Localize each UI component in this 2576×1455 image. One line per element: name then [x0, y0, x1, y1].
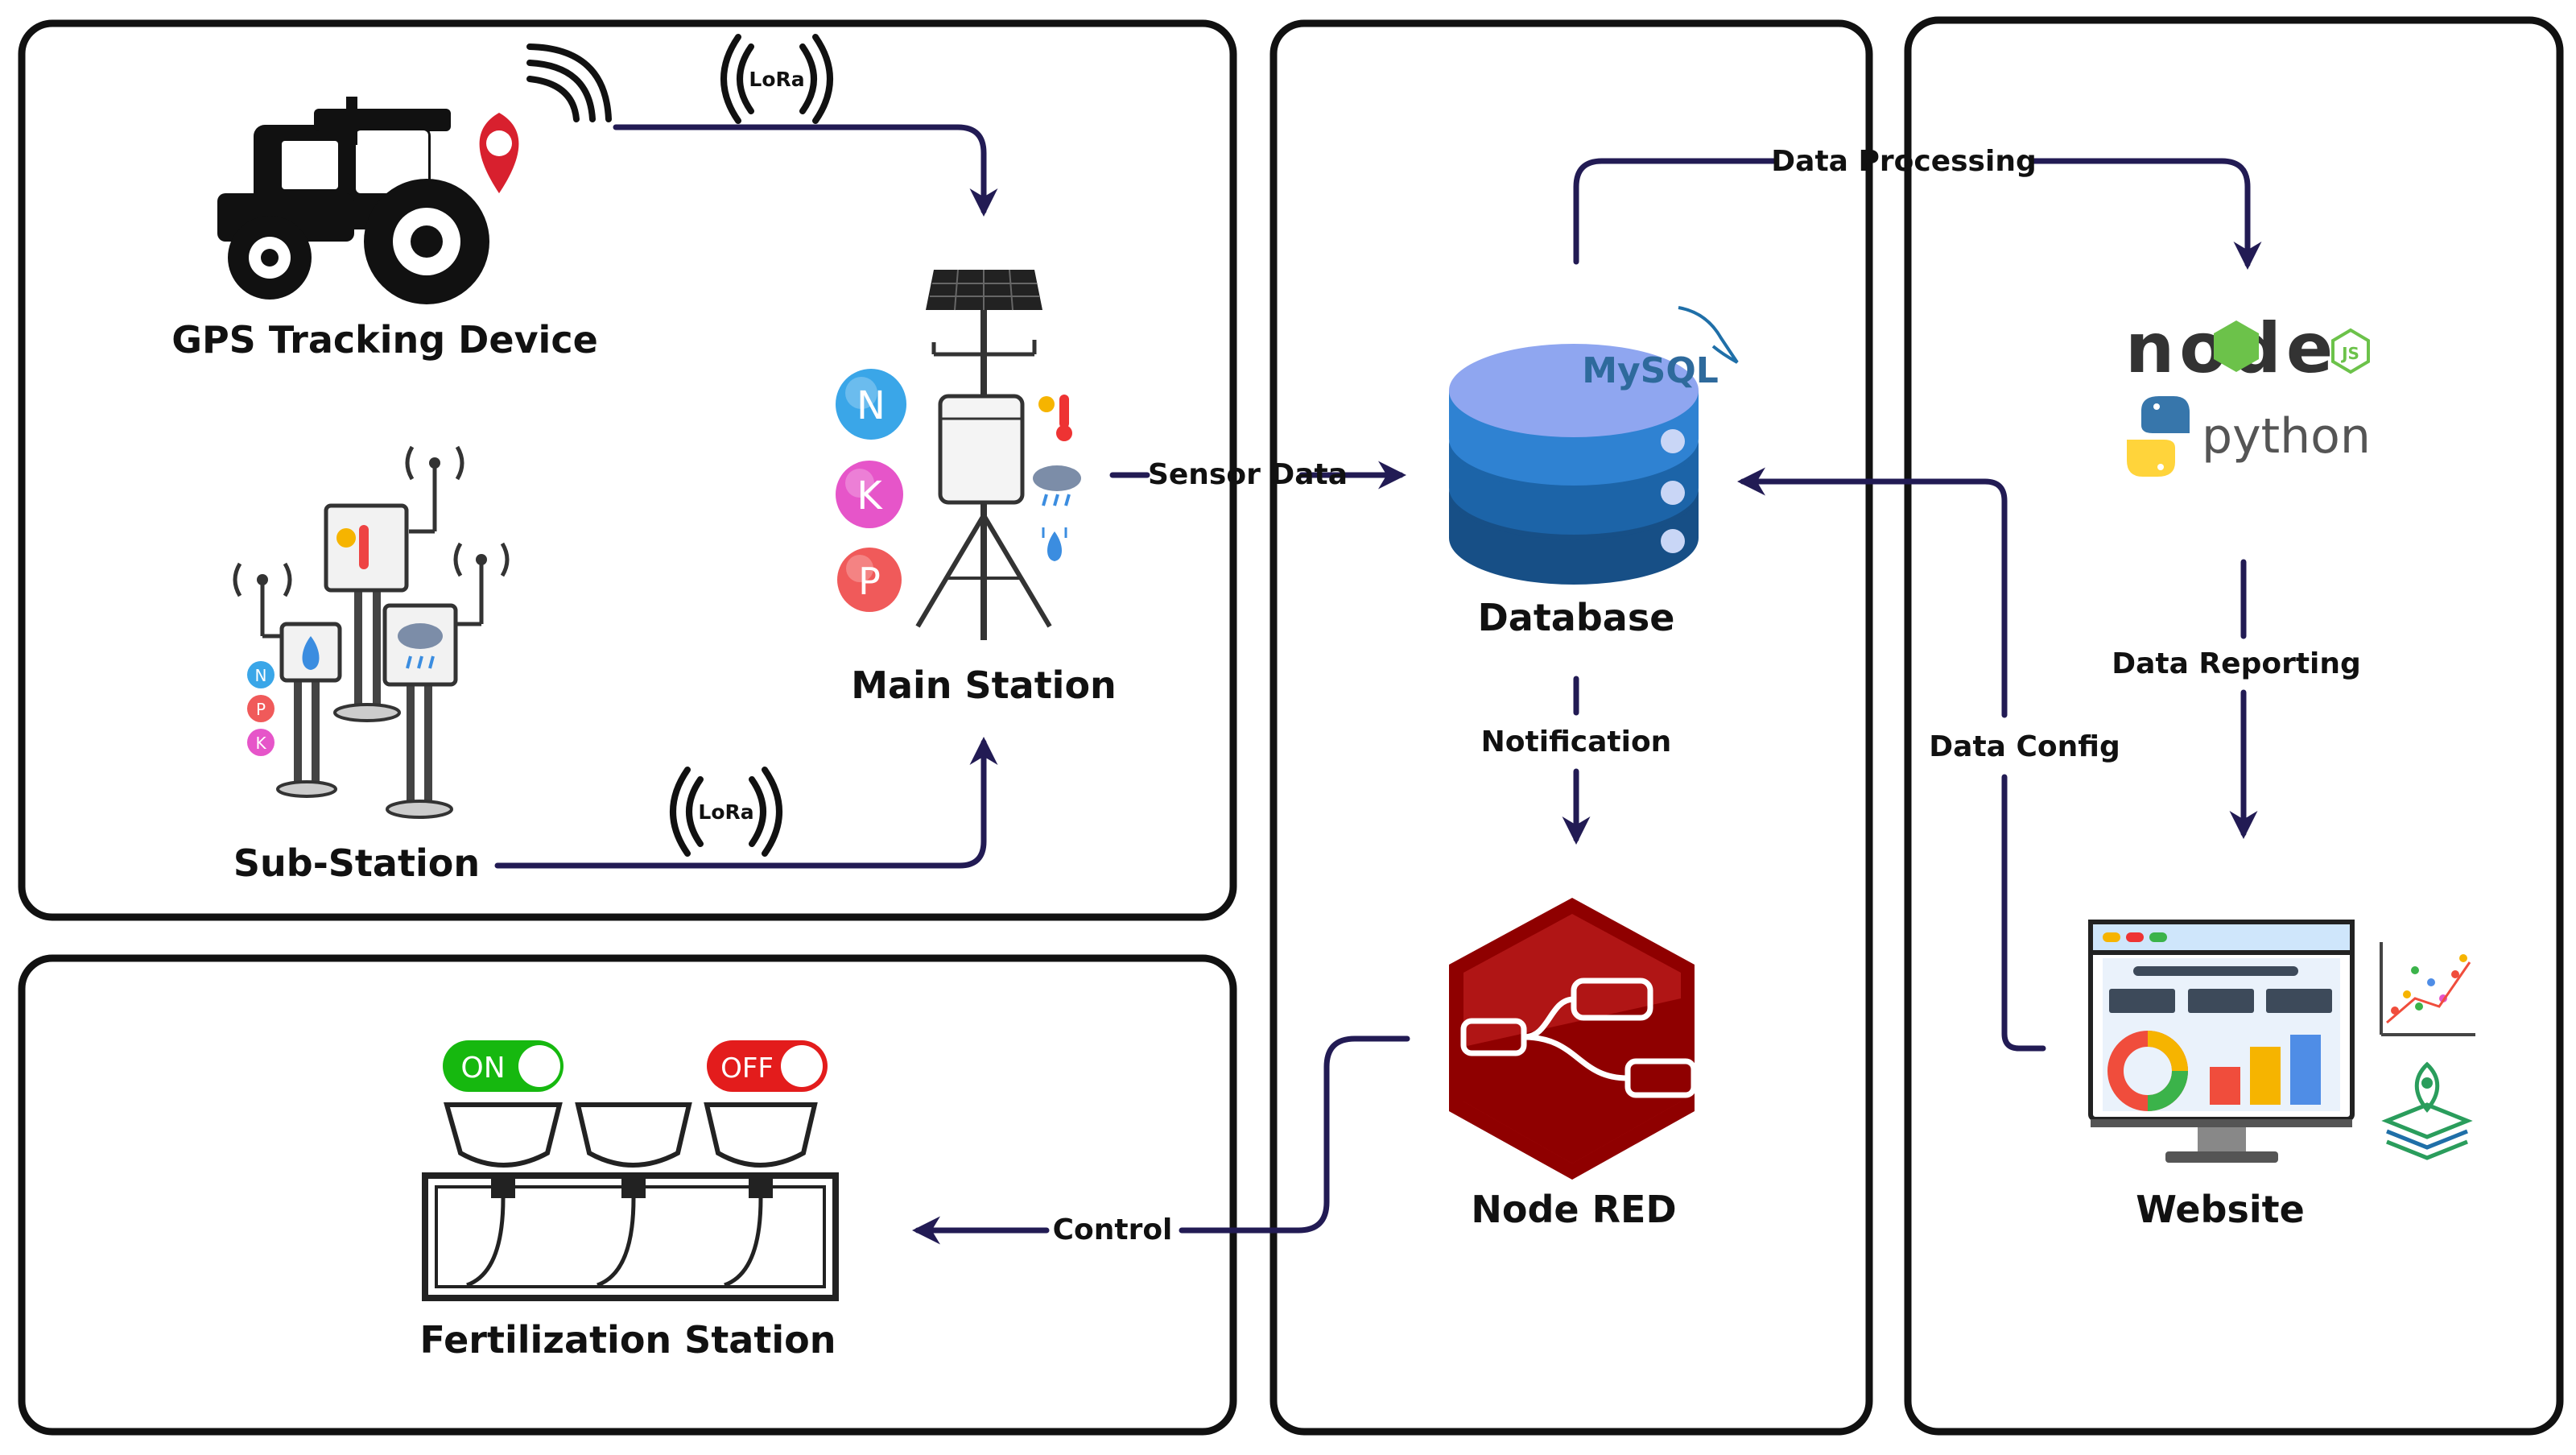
field-devices-panel — [18, 19, 1237, 921]
svg-text:LoRa: LoRa — [698, 800, 753, 824]
svg-text:K: K — [857, 473, 883, 519]
data-processing-label: Data Processing — [1771, 145, 2036, 178]
substation-n-badge: N — [247, 661, 275, 688]
website-label: Website — [2136, 1188, 2305, 1231]
control-arrow-right — [1179, 1035, 1410, 1234]
svg-text:N: N — [857, 383, 886, 428]
thermometer-icon — [1038, 395, 1072, 441]
node-red-logo — [1449, 898, 1697, 1180]
data-processing-arrow-left — [1573, 158, 1778, 265]
off-toggle: OFF — [707, 1040, 828, 1092]
potassium-badge: K — [836, 461, 903, 528]
phosphorus-badge: P — [837, 548, 902, 612]
fertilization-station-label: Fertilization Station — [420, 1318, 836, 1362]
weather-station-icon — [915, 269, 1081, 640]
substation-sensors-icon — [233, 445, 510, 819]
sensor-data-label: Sensor Data — [1148, 458, 1348, 491]
application-panel — [1904, 16, 2564, 1436]
tractor-icon — [217, 97, 489, 304]
lora-signal-icon: LoRa — [670, 767, 782, 857]
map-layers-icon — [2381, 1061, 2473, 1160]
svg-text:ON: ON — [460, 1052, 505, 1085]
data-config-arrow-top — [1737, 467, 2008, 718]
on-toggle: ON — [443, 1040, 564, 1092]
nodejs-logo: node JS — [2125, 308, 2370, 389]
nitrogen-badge: N — [836, 369, 906, 440]
wireless-signal-icon — [526, 43, 612, 122]
svg-text:N: N — [255, 666, 267, 685]
control-label: Control — [1053, 1213, 1173, 1246]
rain-cloud-icon — [1033, 465, 1081, 506]
svg-text:python: python — [2202, 408, 2371, 465]
svg-text:P: P — [256, 700, 266, 719]
mysql-logo: MySQL — [1582, 306, 1739, 391]
gps-tracking-device-label: GPS Tracking Device — [171, 318, 598, 362]
svg-text:OFF: OFF — [720, 1052, 774, 1085]
database-icon — [1449, 344, 1699, 585]
data-config-arrow-bottom — [2001, 774, 2046, 1052]
notification-label: Notification — [1481, 725, 1672, 759]
substation-label: Sub-Station — [233, 841, 480, 885]
python-logo: python — [2127, 396, 2371, 477]
server-panel — [1269, 19, 1873, 1436]
svg-text:P: P — [858, 560, 881, 603]
scatter-chart-icon — [2380, 942, 2475, 1036]
database-label: Database — [1478, 596, 1675, 639]
humidity-icon — [1042, 527, 1067, 561]
substation-to-main-arrow — [494, 737, 998, 869]
svg-text:K: K — [255, 734, 266, 753]
substation-p-badge: P — [247, 695, 275, 722]
svg-text:MySQL: MySQL — [1582, 350, 1719, 391]
data-reporting-label: Data Reporting — [2112, 647, 2361, 680]
website-monitor-icon — [2088, 920, 2355, 1163]
substation-k-badge: K — [247, 729, 275, 756]
svg-text:LoRa: LoRa — [749, 68, 804, 91]
main-station-label: Main Station — [851, 663, 1117, 707]
data-config-label: Data Config — [1929, 730, 2120, 763]
lora-signal-icon: LoRa — [720, 34, 833, 124]
fertilizer-tanks-icon — [422, 1102, 839, 1301]
gps-to-main-arrow — [613, 124, 998, 217]
data-processing-arrow-right — [2029, 158, 2262, 270]
node-red-label: Node RED — [1471, 1188, 1676, 1231]
svg-text:JS: JS — [2340, 344, 2359, 363]
location-pin-icon — [479, 113, 519, 193]
